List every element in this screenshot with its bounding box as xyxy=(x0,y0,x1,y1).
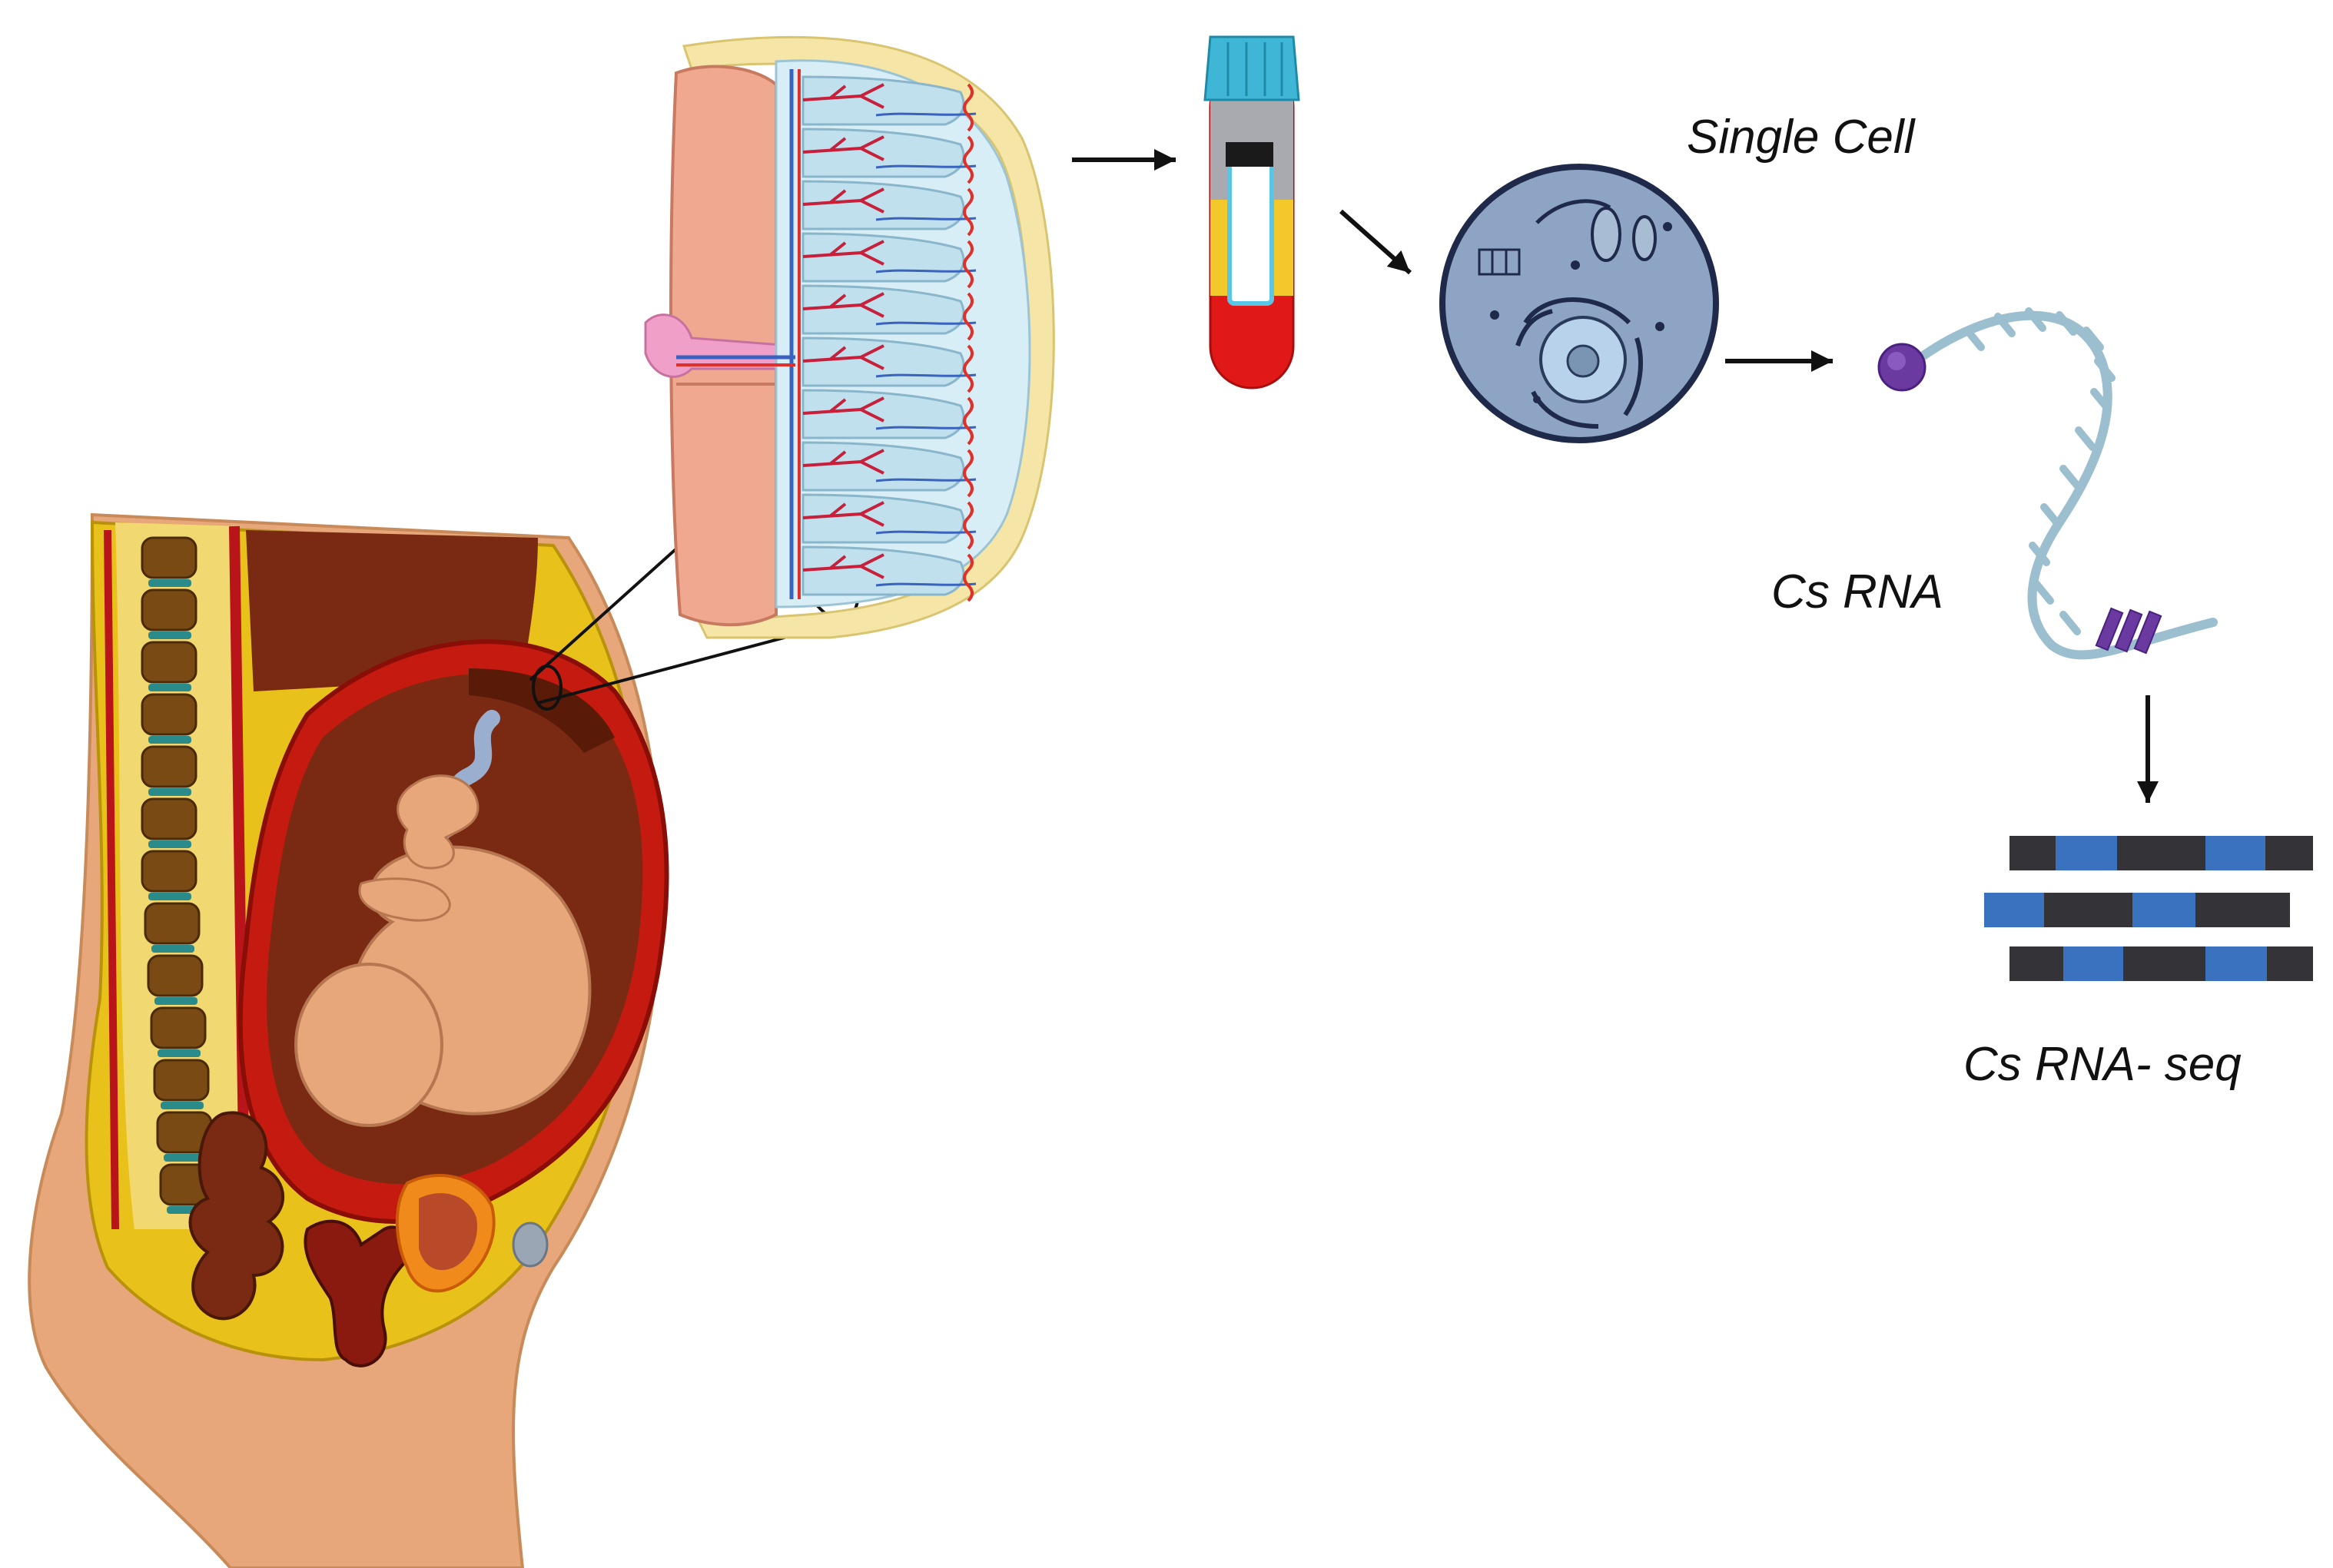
vertebra xyxy=(141,588,197,632)
rna-base xyxy=(2033,580,2054,605)
single-cell-label: Single Cell xyxy=(1687,111,1915,164)
rna-base xyxy=(2025,307,2046,332)
villus-vessel xyxy=(802,135,884,161)
uterus xyxy=(237,639,669,1224)
intervertebral-disc xyxy=(148,632,191,639)
spiral-vessel-blue xyxy=(875,112,977,117)
intervertebral-disc xyxy=(164,1154,207,1162)
rna-base xyxy=(2056,311,2077,336)
arrow xyxy=(2137,695,2159,803)
arrow xyxy=(1072,149,1176,171)
spiral-artery xyxy=(963,135,974,184)
villus-vessel xyxy=(802,292,884,318)
villus-vessel xyxy=(802,187,884,214)
vertebra xyxy=(141,745,197,788)
vertebra xyxy=(150,1006,207,1049)
intervertebral-disc xyxy=(158,1049,201,1057)
villus-vessel xyxy=(802,501,884,527)
vertebra xyxy=(147,954,204,997)
spiral-vessel-blue xyxy=(875,217,977,221)
cs-rna-seq-label: Cs RNA- seq xyxy=(1963,1038,2242,1091)
sequencing-reads-icon xyxy=(1984,836,2313,981)
vertebral-column xyxy=(141,536,216,1214)
intervertebral-disc xyxy=(148,579,191,587)
spiral-artery xyxy=(963,396,974,446)
villus-vessel xyxy=(802,240,884,266)
spiral-vessel-blue xyxy=(875,530,977,535)
villus-vessel xyxy=(802,449,884,475)
rna-base xyxy=(2029,542,2050,566)
read-bar xyxy=(1984,893,2290,927)
rna-base xyxy=(1994,313,2016,337)
arrow xyxy=(1339,209,1412,275)
intervertebral-disc xyxy=(154,997,197,1005)
vertebra xyxy=(153,1059,210,1102)
spiral-artery xyxy=(963,501,974,550)
flow-arrows xyxy=(1072,149,2159,803)
spiral-vessel-blue xyxy=(875,321,977,326)
intervertebral-disc xyxy=(148,684,191,691)
read-bar xyxy=(2009,946,2313,981)
spiral-vessel-blue xyxy=(875,164,977,169)
rna-base xyxy=(2059,611,2081,635)
villus-vessel xyxy=(802,553,884,579)
spiral-artery xyxy=(963,292,974,341)
spiral-artery xyxy=(963,240,974,289)
placenta-vessels xyxy=(676,69,801,599)
rna-base xyxy=(2094,357,2116,382)
spiral-vessel-blue xyxy=(875,426,977,430)
rna-base xyxy=(1963,327,1985,351)
intervertebral-disc xyxy=(161,1102,204,1109)
rna-strand-icon xyxy=(1877,307,2218,660)
intervertebral-disc xyxy=(148,736,191,744)
rna-base xyxy=(2075,426,2096,451)
villus-vessel xyxy=(802,344,884,370)
spiral-artery xyxy=(963,553,974,602)
cs-rna-label: Cs RNA xyxy=(1771,565,1943,618)
rna-base xyxy=(2082,327,2104,351)
villus-vessel xyxy=(802,396,884,423)
vertebra xyxy=(144,902,201,945)
single-cell-icon xyxy=(1439,164,1719,443)
rna-base xyxy=(2090,388,2112,413)
vertebra xyxy=(141,641,197,684)
vertebra xyxy=(141,850,197,893)
vertebra xyxy=(141,797,197,840)
spiral-vessel-blue xyxy=(875,582,977,587)
pelvic-organs xyxy=(188,1111,549,1367)
rna-base xyxy=(2059,465,2081,489)
rna-bases xyxy=(1963,307,2116,635)
spiral-vessel-blue xyxy=(875,269,977,273)
spiral-artery xyxy=(963,187,974,237)
arrow xyxy=(1725,350,1833,372)
intervertebral-disc xyxy=(151,945,194,953)
intervertebral-disc xyxy=(148,788,191,796)
read-bar xyxy=(2009,836,2313,870)
intervertebral-disc xyxy=(148,893,191,900)
spiral-vessel-blue xyxy=(875,373,977,378)
spiral-artery xyxy=(963,344,974,393)
spiral-artery xyxy=(963,449,974,498)
spiral-artery xyxy=(963,83,974,132)
rna-base xyxy=(2040,503,2062,528)
placental-villi xyxy=(801,75,977,602)
blood-tube-icon xyxy=(1203,35,1300,390)
intervertebral-disc xyxy=(148,840,191,848)
spiral-vessel-blue xyxy=(875,478,977,482)
villus-vessel xyxy=(802,83,884,109)
vertebra xyxy=(141,536,197,579)
vertebra xyxy=(141,693,197,736)
